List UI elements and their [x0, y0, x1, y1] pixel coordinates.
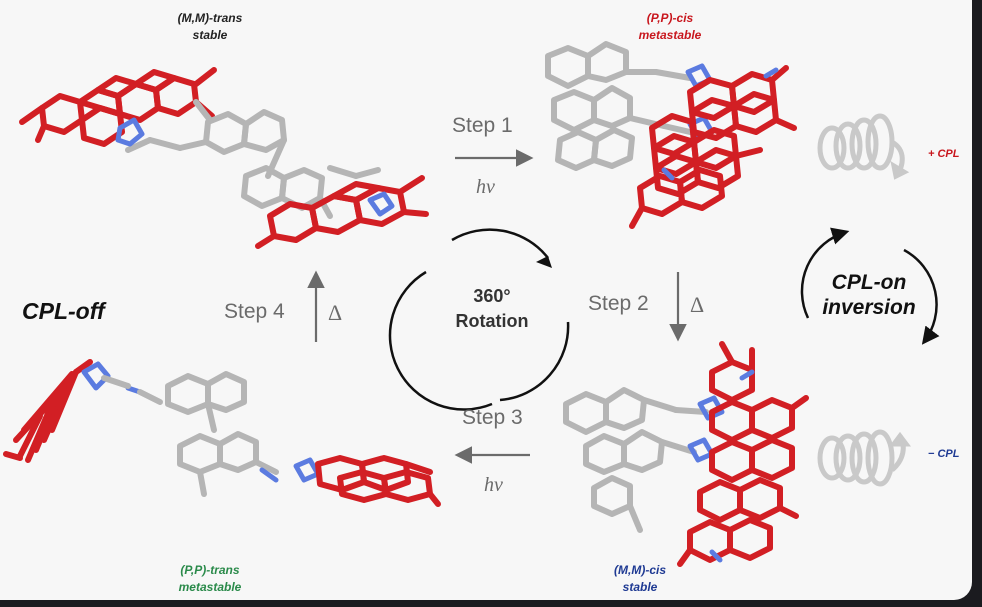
- molecule-mm-cis: [563, 341, 809, 567]
- rotation-arrowhead: [536, 256, 552, 268]
- pp-cis-descriptor: (P,P)-cis: [646, 11, 694, 25]
- mm-cis-descriptor: (M,M)-cis: [614, 563, 666, 577]
- molecule-pp-trans: [3, 359, 441, 507]
- label-pp-cis: (P,P)-cis metastable: [610, 10, 730, 44]
- plus-cpl-helix-icon: [817, 113, 910, 180]
- step4-label: Step 4: [224, 300, 285, 323]
- label-pp-trans: (P,P)-trans metastable: [150, 562, 270, 596]
- inversion-arc-lower: [903, 248, 940, 345]
- step3-condition: hν: [484, 474, 503, 496]
- pp-trans-stability: metastable: [178, 580, 242, 594]
- step1-label: Step 1: [452, 114, 513, 137]
- pp-trans-descriptor: (P,P)-trans: [180, 563, 240, 577]
- molecule-mm-trans: [19, 67, 429, 249]
- rotation-word: Rotation: [455, 311, 529, 331]
- rotation-degrees: 360°: [473, 286, 511, 306]
- step2-label: Step 2: [588, 292, 649, 315]
- molecule-pp-cis: [545, 41, 797, 229]
- cpl-on-line1: CPL-on: [831, 271, 907, 294]
- cpl-on-label: CPL-on inversion: [804, 270, 934, 320]
- label-mm-trans: (M,M)-trans stable: [150, 10, 270, 44]
- step4-condition: Δ: [328, 300, 343, 325]
- rotation-label: 360° Rotation: [430, 284, 554, 334]
- step1-condition: hν: [476, 176, 495, 198]
- figure-card: (M,M)-trans stable (P,P)-cis metastable …: [0, 0, 972, 600]
- cpl-off-label: CPL-off: [22, 298, 105, 324]
- mm-trans-descriptor: (M,M)-trans: [177, 11, 243, 25]
- minus-cpl-helix-icon: [817, 429, 911, 487]
- inversion-arc-upper: [800, 227, 850, 319]
- diagram-canvas: [3, 41, 940, 567]
- minus-cpl-label: − CPL: [928, 448, 960, 460]
- step3-label: Step 3: [462, 406, 523, 429]
- cpl-on-line2: inversion: [822, 296, 916, 319]
- rotation-arc: [388, 228, 570, 411]
- mm-cis-stability: stable: [622, 580, 658, 594]
- mm-trans-stability: stable: [192, 28, 228, 42]
- plus-cpl-label: + CPL: [928, 148, 960, 160]
- pp-cis-stability: metastable: [638, 28, 702, 42]
- label-mm-cis: (M,M)-cis stable: [580, 562, 700, 596]
- step2-condition: Δ: [690, 292, 705, 317]
